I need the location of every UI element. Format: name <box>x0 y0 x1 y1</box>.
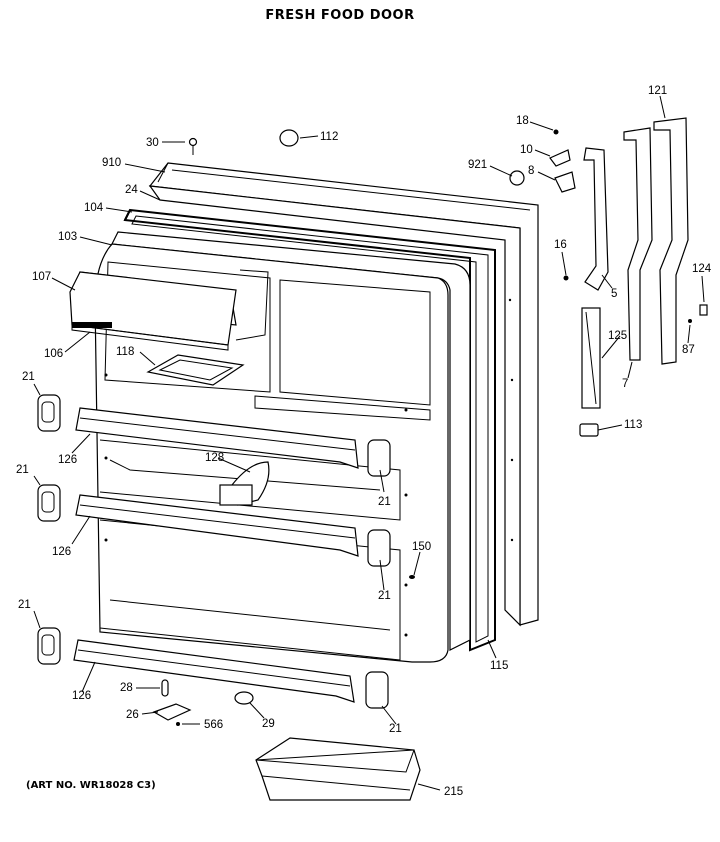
part-label-30: 30 <box>146 137 159 149</box>
part-label-87: 87 <box>682 344 695 356</box>
part-label-21-c: 21 <box>18 599 31 611</box>
part-label-150: 150 <box>412 541 432 553</box>
part-label-104: 104 <box>84 202 104 214</box>
part-label-112: 112 <box>320 131 339 143</box>
part-label-118: 118 <box>116 346 135 358</box>
hinge-parts <box>509 117 708 437</box>
part-label-21-e: 21 <box>378 590 391 602</box>
shelf-supports <box>37 394 391 709</box>
part-label-103: 103 <box>58 231 78 243</box>
dairy-compartment <box>69 269 269 351</box>
part-label-10: 10 <box>520 144 533 156</box>
bottom-bin <box>255 737 421 801</box>
part-label-21-a: 21 <box>22 371 35 383</box>
art-number: (ART NO. WR18028 C3) <box>26 780 156 791</box>
part-label-8: 8 <box>528 165 535 177</box>
part-label-124: 124 <box>692 263 712 275</box>
part-label-921: 921 <box>468 159 488 171</box>
butter-tray <box>146 354 245 386</box>
part-label-910: 910 <box>102 157 122 169</box>
door-shelves <box>73 407 359 703</box>
part-label-24: 24 <box>125 184 138 196</box>
part-label-215: 215 <box>444 786 464 798</box>
top-parts <box>188 129 299 155</box>
part-label-28: 28 <box>120 682 133 694</box>
diagram-title: FRESH FOOD DOOR <box>265 8 415 23</box>
part-label-113: 113 <box>624 419 643 431</box>
part-label-21-d: 21 <box>378 496 391 508</box>
part-label-126-b: 126 <box>52 546 72 558</box>
part-label-7: 7 <box>622 378 629 390</box>
part-label-125: 125 <box>608 330 628 342</box>
can-holder <box>219 461 270 506</box>
part-label-107: 107 <box>32 271 52 283</box>
leader-lines <box>33 95 705 791</box>
part-label-121: 121 <box>648 85 668 97</box>
part-label-126-a: 126 <box>58 454 78 466</box>
part-label-566: 566 <box>204 719 224 731</box>
part-label-128: 128 <box>205 452 225 464</box>
part-label-16: 16 <box>554 239 567 251</box>
part-label-5: 5 <box>611 288 618 300</box>
part-label-115: 115 <box>490 660 509 672</box>
part-label-21-f: 21 <box>389 723 402 735</box>
part-label-29: 29 <box>262 718 275 730</box>
part-label-106: 106 <box>44 348 64 360</box>
part-label-126-c: 126 <box>72 690 92 702</box>
part-label-21-b: 21 <box>16 464 29 476</box>
part-label-18: 18 <box>516 115 529 127</box>
part-label-26: 26 <box>126 709 139 721</box>
small-parts <box>152 575 415 726</box>
